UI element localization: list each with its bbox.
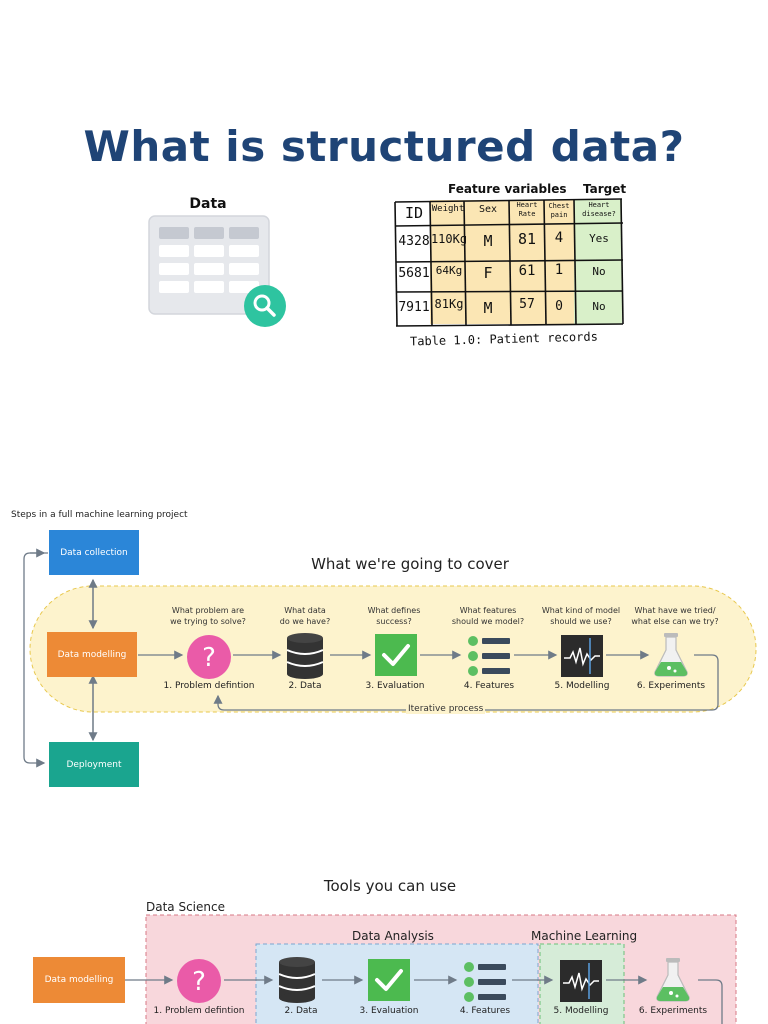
table-cell: F <box>483 264 493 282</box>
tools-step-label: 2. Data <box>284 1006 318 1016</box>
table-cell: 110Kg <box>430 232 468 246</box>
table-cell: No <box>592 265 606 278</box>
table-header-cell: Heart disease? <box>582 201 616 218</box>
chart-icon <box>561 635 603 677</box>
table-cell: 81 <box>517 230 537 248</box>
database-icon <box>286 633 324 679</box>
list-icon <box>468 636 510 676</box>
flask-icon <box>656 958 690 1002</box>
step-label: 1. Problem defintion <box>163 681 255 691</box>
data-modelling-box: Data modelling <box>47 632 137 677</box>
table-header-cell: Weight <box>431 204 465 214</box>
table-cell: 0 <box>555 299 563 314</box>
spreadsheet-icon <box>148 215 286 327</box>
database-icon <box>278 957 316 1003</box>
step-label: 5. Modelling <box>554 681 610 691</box>
svg-text:?: ? <box>202 643 216 673</box>
checkmark-icon <box>375 634 417 676</box>
table-cell: 1 <box>554 262 564 278</box>
step-label: 3. Evaluation <box>365 681 425 691</box>
table-header-cell: Heart Rate <box>516 201 538 218</box>
question-icon: ? <box>187 635 231 679</box>
data-analysis-label: Data Analysis <box>352 929 434 943</box>
table-cell: 7911 <box>398 300 430 315</box>
tools-title: Tools you can use <box>323 877 457 895</box>
flask-icon <box>654 633 688 677</box>
table-caption: Table 1.0: Patient records <box>409 329 598 349</box>
tools-step-label: 3. Evaluation <box>359 1006 419 1016</box>
deployment-box: Deployment <box>49 742 139 787</box>
step-question: What have we tried/what else can we try? <box>631 606 719 626</box>
table-header-cell: Sex <box>478 204 498 215</box>
table-cell: Yes <box>589 232 609 245</box>
patient-table-drawing <box>394 198 624 327</box>
cover-title: What we're going to cover <box>311 555 509 573</box>
chart-icon <box>560 960 602 1002</box>
tools-step-label: 4. Features <box>459 1006 511 1016</box>
table-cell: 4 <box>554 230 564 246</box>
magnifier-icon <box>244 285 286 327</box>
table-cell: 57 <box>519 297 535 312</box>
question-icon: ? <box>177 959 221 1003</box>
table-cell: No <box>592 300 606 313</box>
feature-variables-header: Feature variables <box>448 182 567 196</box>
table-cell: 5681 <box>398 266 430 281</box>
data-collection-box: Data collection <box>49 530 139 575</box>
tools-data-modelling-box: Data modelling <box>33 957 125 1003</box>
table-cell: M <box>483 299 493 317</box>
data-science-label: Data Science <box>146 900 225 914</box>
tools-step-label: 6. Experiments <box>638 1006 708 1016</box>
tools-step-label: 1. Problem defintion <box>153 1006 245 1016</box>
table-header-cell: ID <box>404 204 424 222</box>
table-header-cell: Chest pain <box>548 202 570 219</box>
table-cell: 81Kg <box>434 297 464 311</box>
tools-step-label: 5. Modelling <box>553 1006 609 1016</box>
svg-text:?: ? <box>192 967 206 997</box>
page-title: What is structured data? <box>83 122 685 171</box>
checkmark-icon <box>368 959 410 1001</box>
table-cell: 64Kg <box>435 264 463 277</box>
ml-steps-heading: Steps in a full machine learning project <box>11 510 188 520</box>
step-label: 6. Experiments <box>636 681 706 691</box>
table-cell: 61 <box>518 263 536 279</box>
iterative-process-label: Iterative process <box>406 704 486 714</box>
machine-learning-label: Machine Learning <box>531 929 638 943</box>
target-header: Target <box>583 182 627 196</box>
step-label: 4. Features <box>463 681 515 691</box>
step-label: 2. Data <box>288 681 322 691</box>
data-icon-label: Data <box>189 196 227 212</box>
list-icon <box>464 962 506 1002</box>
table-cell: M <box>483 232 493 250</box>
table-cell: 4328 <box>398 234 430 249</box>
